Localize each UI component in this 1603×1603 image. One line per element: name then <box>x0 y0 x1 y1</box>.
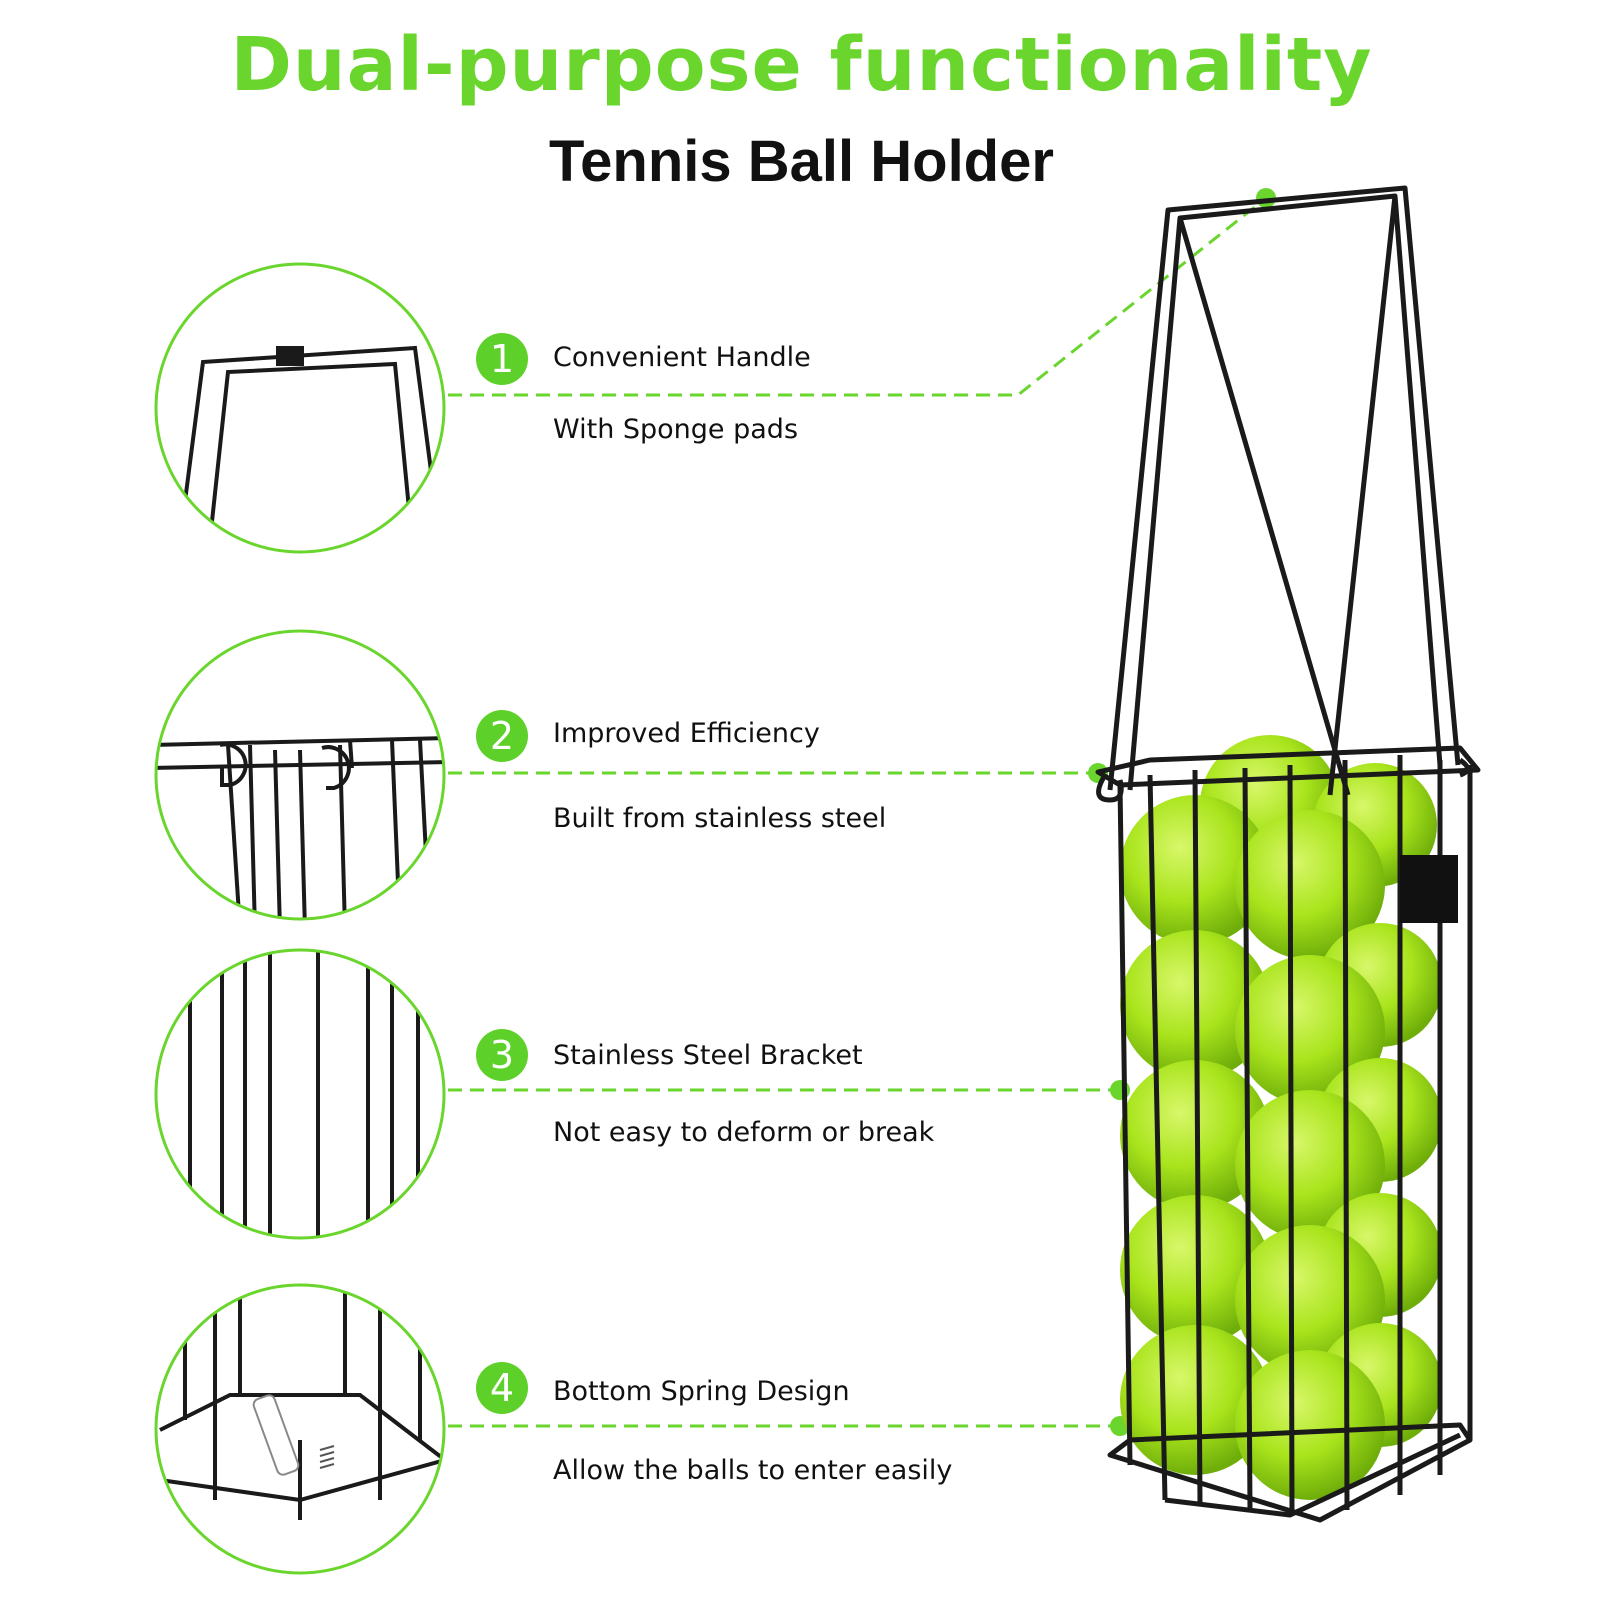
feature-2-title: Improved Efficiency <box>553 718 820 749</box>
hook-closeup-icon <box>154 629 446 921</box>
page-title: Dual-purpose functionality <box>230 22 1373 108</box>
spring-closeup-icon <box>154 1283 446 1575</box>
feature-2-number-badge: 2 <box>476 710 528 762</box>
feature-4-description: Allow the balls to enter easily <box>553 1455 953 1486</box>
bars-closeup-icon <box>154 948 446 1240</box>
tennis-balls <box>1120 735 1442 1500</box>
sponge-pad <box>1400 855 1458 923</box>
tennis-ball-hopper <box>1095 185 1481 1523</box>
connector-lines <box>448 196 1267 1428</box>
feature-3-title: Stainless Steel Bracket <box>553 1040 863 1071</box>
feature-3-number-badge: 3 <box>476 1029 528 1081</box>
feature-2-description: Built from stainless steel <box>553 803 887 834</box>
page-subtitle: Tennis Ball Holder <box>549 129 1054 194</box>
feature-4-title: Bottom Spring Design <box>553 1376 850 1407</box>
handle-closeup-icon <box>154 262 446 554</box>
connector-1 <box>448 196 1267 397</box>
feature-1-title: Convenient Handle <box>553 342 811 373</box>
feature-1-description: With Sponge pads <box>553 414 799 445</box>
feature-3-description: Not easy to deform or break <box>553 1117 935 1148</box>
feature-1-number-badge: 1 <box>476 333 528 385</box>
feature-4-number-badge: 4 <box>476 1362 528 1414</box>
